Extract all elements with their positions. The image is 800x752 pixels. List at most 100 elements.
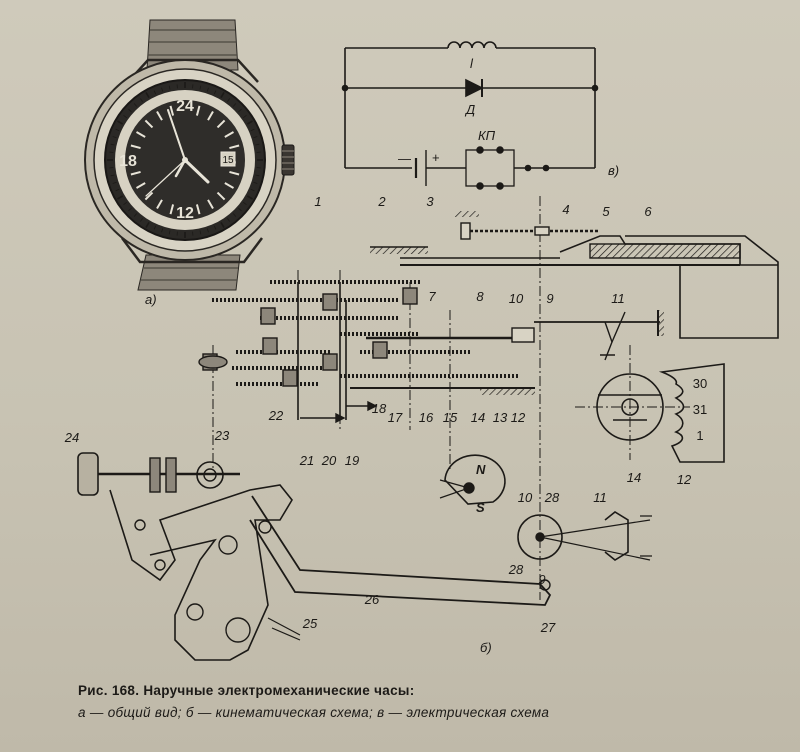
bezel-tick <box>213 225 217 230</box>
dial-hour-marker <box>156 199 163 209</box>
gear-hub <box>372 341 388 359</box>
bezel-tick <box>220 92 225 99</box>
bezel-tick <box>255 143 260 146</box>
battery-plus-label: + <box>432 150 440 165</box>
bezel-tick <box>168 230 171 235</box>
dial-hour-marker <box>144 119 154 129</box>
panel-label-a: а) <box>145 292 157 307</box>
bezel-tick <box>246 120 253 125</box>
part-label-14: 14 <box>471 410 485 425</box>
bezel-tick <box>133 103 138 107</box>
gear-hub <box>282 369 298 387</box>
coil-label: l <box>470 56 474 71</box>
magnet-north-label: N <box>476 462 486 477</box>
contact-pair-kp <box>465 149 515 187</box>
bezel-tick <box>232 103 237 107</box>
bezel-tick <box>255 174 260 177</box>
bezel-tick <box>140 98 144 102</box>
bezel-tick <box>243 201 247 205</box>
part-label-18: 18 <box>372 401 387 416</box>
bezel-tick <box>110 174 115 177</box>
panel-label-b: б) <box>480 640 492 655</box>
part-label-16: 16 <box>419 410 434 425</box>
circuit-labels: l Д КП — + в) <box>398 56 619 178</box>
part-label-2: 2 <box>377 194 386 209</box>
bezel-tick <box>243 115 247 119</box>
escapement-wheel <box>517 514 563 560</box>
bezel-tick <box>226 218 230 222</box>
part-label-15: 15 <box>443 410 458 425</box>
part-label-17: 17 <box>388 410 403 425</box>
part-label-10: 10 <box>509 291 524 306</box>
dial-hour-marker <box>156 111 163 121</box>
date-digit-1: 1 <box>696 428 703 443</box>
contact-label: КП <box>478 128 496 143</box>
bezel-tick <box>232 213 237 217</box>
dial-hour-marker <box>169 105 175 116</box>
bezel-tick <box>199 230 202 235</box>
date-window-digit: 15 <box>222 155 234 166</box>
dial-hour-marker <box>224 131 234 138</box>
bezel-tick <box>112 136 117 139</box>
watch-hands <box>145 109 210 197</box>
part-label-4: 4 <box>562 202 569 217</box>
dial-hour-marker <box>224 182 234 189</box>
part-label-28: 28 <box>544 490 560 505</box>
bezel-tick <box>168 85 171 90</box>
part-label-13: 13 <box>493 410 508 425</box>
part-label-11-detail: 11 <box>593 490 607 505</box>
bezel-tick <box>253 136 258 139</box>
bezel-tick <box>220 221 225 228</box>
part-label-6: 6 <box>644 204 652 219</box>
dial-tick-marks <box>130 105 240 215</box>
part-label-9: 9 <box>546 291 553 306</box>
bezel-tick <box>115 128 120 132</box>
bezel-tick <box>246 195 253 200</box>
part-label-9-detail: 9 <box>538 572 545 587</box>
pinion <box>198 355 228 369</box>
part-label-20: 20 <box>321 453 337 468</box>
part-label-21: 21 <box>299 453 314 468</box>
bezel-tick <box>115 188 120 192</box>
part-label-5: 5 <box>602 204 610 219</box>
part-label-25: 25 <box>302 616 318 631</box>
crown-knob <box>77 452 99 496</box>
gear-hub <box>322 353 338 371</box>
part-label-7: 7 <box>428 289 436 304</box>
dial-hour-marker <box>207 111 214 121</box>
gear-hub <box>260 307 276 325</box>
part-label-11: 11 <box>611 291 625 306</box>
date-window <box>220 151 236 167</box>
part-label-3: 3 <box>426 194 434 209</box>
gear-hub <box>402 287 418 305</box>
date-digit-30: 30 <box>693 376 707 391</box>
part-label-28-detail: 28 <box>508 562 524 577</box>
bezel-tick <box>153 225 157 230</box>
dial-hour-marker <box>216 191 226 201</box>
part-label-8: 8 <box>476 289 484 304</box>
dial-hour-marker <box>216 119 226 129</box>
watch-general-view: 24 6 12 18 15 а) <box>84 19 295 307</box>
dial-numeral-24: 24 <box>176 98 194 115</box>
electric-circuit <box>341 41 599 190</box>
inductor-coil <box>447 41 497 49</box>
gear-hub <box>262 337 278 355</box>
diode-symbol <box>465 78 484 98</box>
bezel-tick <box>110 143 115 146</box>
bezel-tick <box>238 207 242 212</box>
bezel-tick <box>128 108 132 113</box>
bezel-tick <box>117 195 124 200</box>
bezel-tick <box>140 218 144 222</box>
bezel-tick <box>153 90 157 95</box>
bezel-tick <box>213 90 217 95</box>
caption-legend: а — общий вид; б — кинематическая схема;… <box>78 705 550 720</box>
panel-label-v: в) <box>608 163 619 178</box>
bezel-tick <box>238 108 242 113</box>
part-label-23: 23 <box>214 428 230 443</box>
bezel-tick <box>123 201 127 205</box>
dial-hour-marker <box>136 131 146 138</box>
bezel-tick <box>133 213 138 217</box>
bezel-tick <box>253 181 258 184</box>
